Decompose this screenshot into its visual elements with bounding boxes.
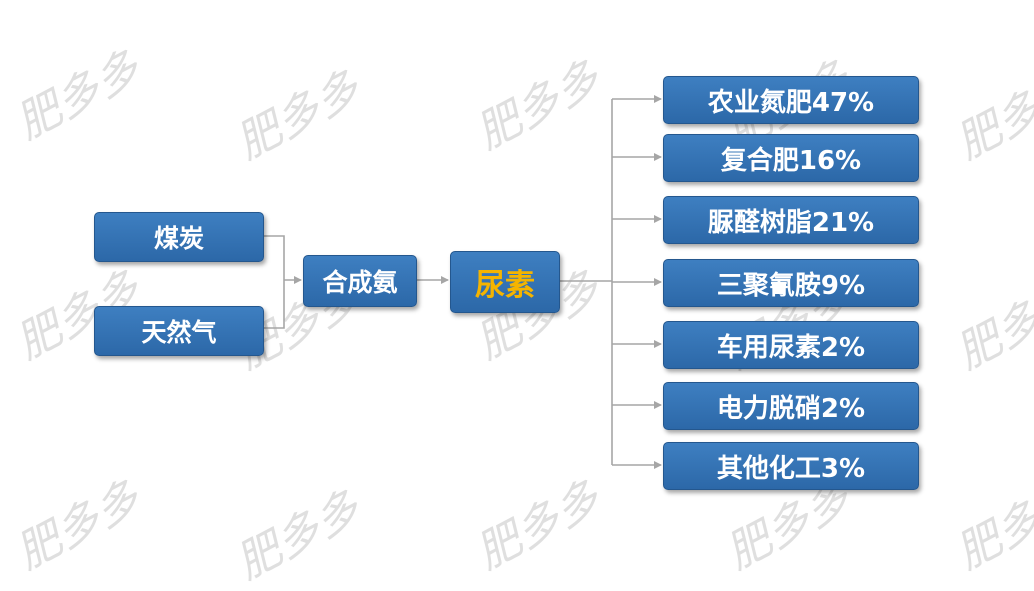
use-box-power-denitration: 电力脱硝2%	[663, 382, 919, 430]
use-label-vehicle-urea: 车用尿素2%	[716, 332, 866, 363]
use-box-compound-fertilizer: 复合肥16%	[663, 134, 919, 182]
diagram-canvas: 肥多多肥多多肥多多肥多多肥多多肥多多肥多多肥多多肥多多肥多多肥多多肥多多肥多多肥…	[8, 42, 1034, 589]
use-box-other-chemical: 其他化工3%	[663, 442, 919, 490]
use-label-other-chemical: 其他化工3%	[716, 453, 866, 484]
intermediate-ammonia-label: 合成氨	[322, 268, 398, 297]
source-coal-box: 煤炭	[94, 212, 264, 262]
use-label-power-denitration: 电力脱硝2%	[716, 393, 866, 424]
use-label-agri-fertilizer: 农业氮肥47%	[707, 87, 875, 118]
intermediate-ammonia-box: 合成氨	[303, 255, 417, 307]
connector-sources-bracket	[262, 235, 285, 329]
use-label-melamine: 三聚氰胺9%	[716, 270, 866, 301]
source-coal-label: 煤炭	[153, 224, 204, 253]
use-label-urea-formaldehyde: 脲醛树脂21%	[707, 207, 875, 238]
use-box-urea-formaldehyde: 脲醛树脂21%	[663, 196, 919, 244]
source-natural-gas-box: 天然气	[94, 306, 264, 356]
source-natural-gas-label: 天然气	[141, 318, 217, 347]
product-urea-label: 尿素	[475, 268, 535, 303]
use-box-melamine: 三聚氰胺9%	[663, 259, 919, 307]
product-urea-box: 尿素	[450, 251, 560, 313]
use-box-agri-fertilizer: 农业氮肥47%	[663, 76, 919, 124]
use-box-vehicle-urea: 车用尿素2%	[663, 321, 919, 369]
connector-layer	[262, 95, 662, 469]
use-label-compound-fertilizer: 复合肥16%	[720, 145, 862, 176]
